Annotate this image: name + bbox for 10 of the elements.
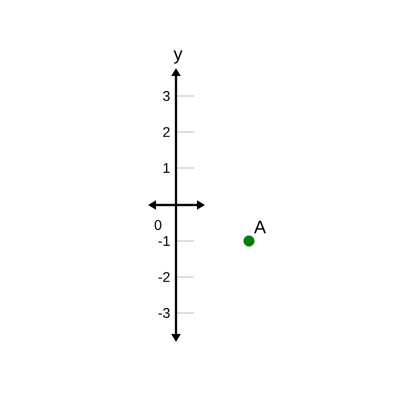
point-label: A (254, 220, 266, 234)
point (244, 236, 254, 246)
axis-label: y (174, 50, 182, 64)
tick-label: -1 (158, 236, 170, 246)
tick-label: 3 (163, 91, 170, 101)
tick-label: -3 (158, 308, 170, 318)
tick-label: -2 (158, 272, 170, 282)
origin-label: 0 (154, 220, 162, 230)
tick-label: 1 (164, 163, 170, 173)
tick-label: 2 (163, 127, 170, 137)
